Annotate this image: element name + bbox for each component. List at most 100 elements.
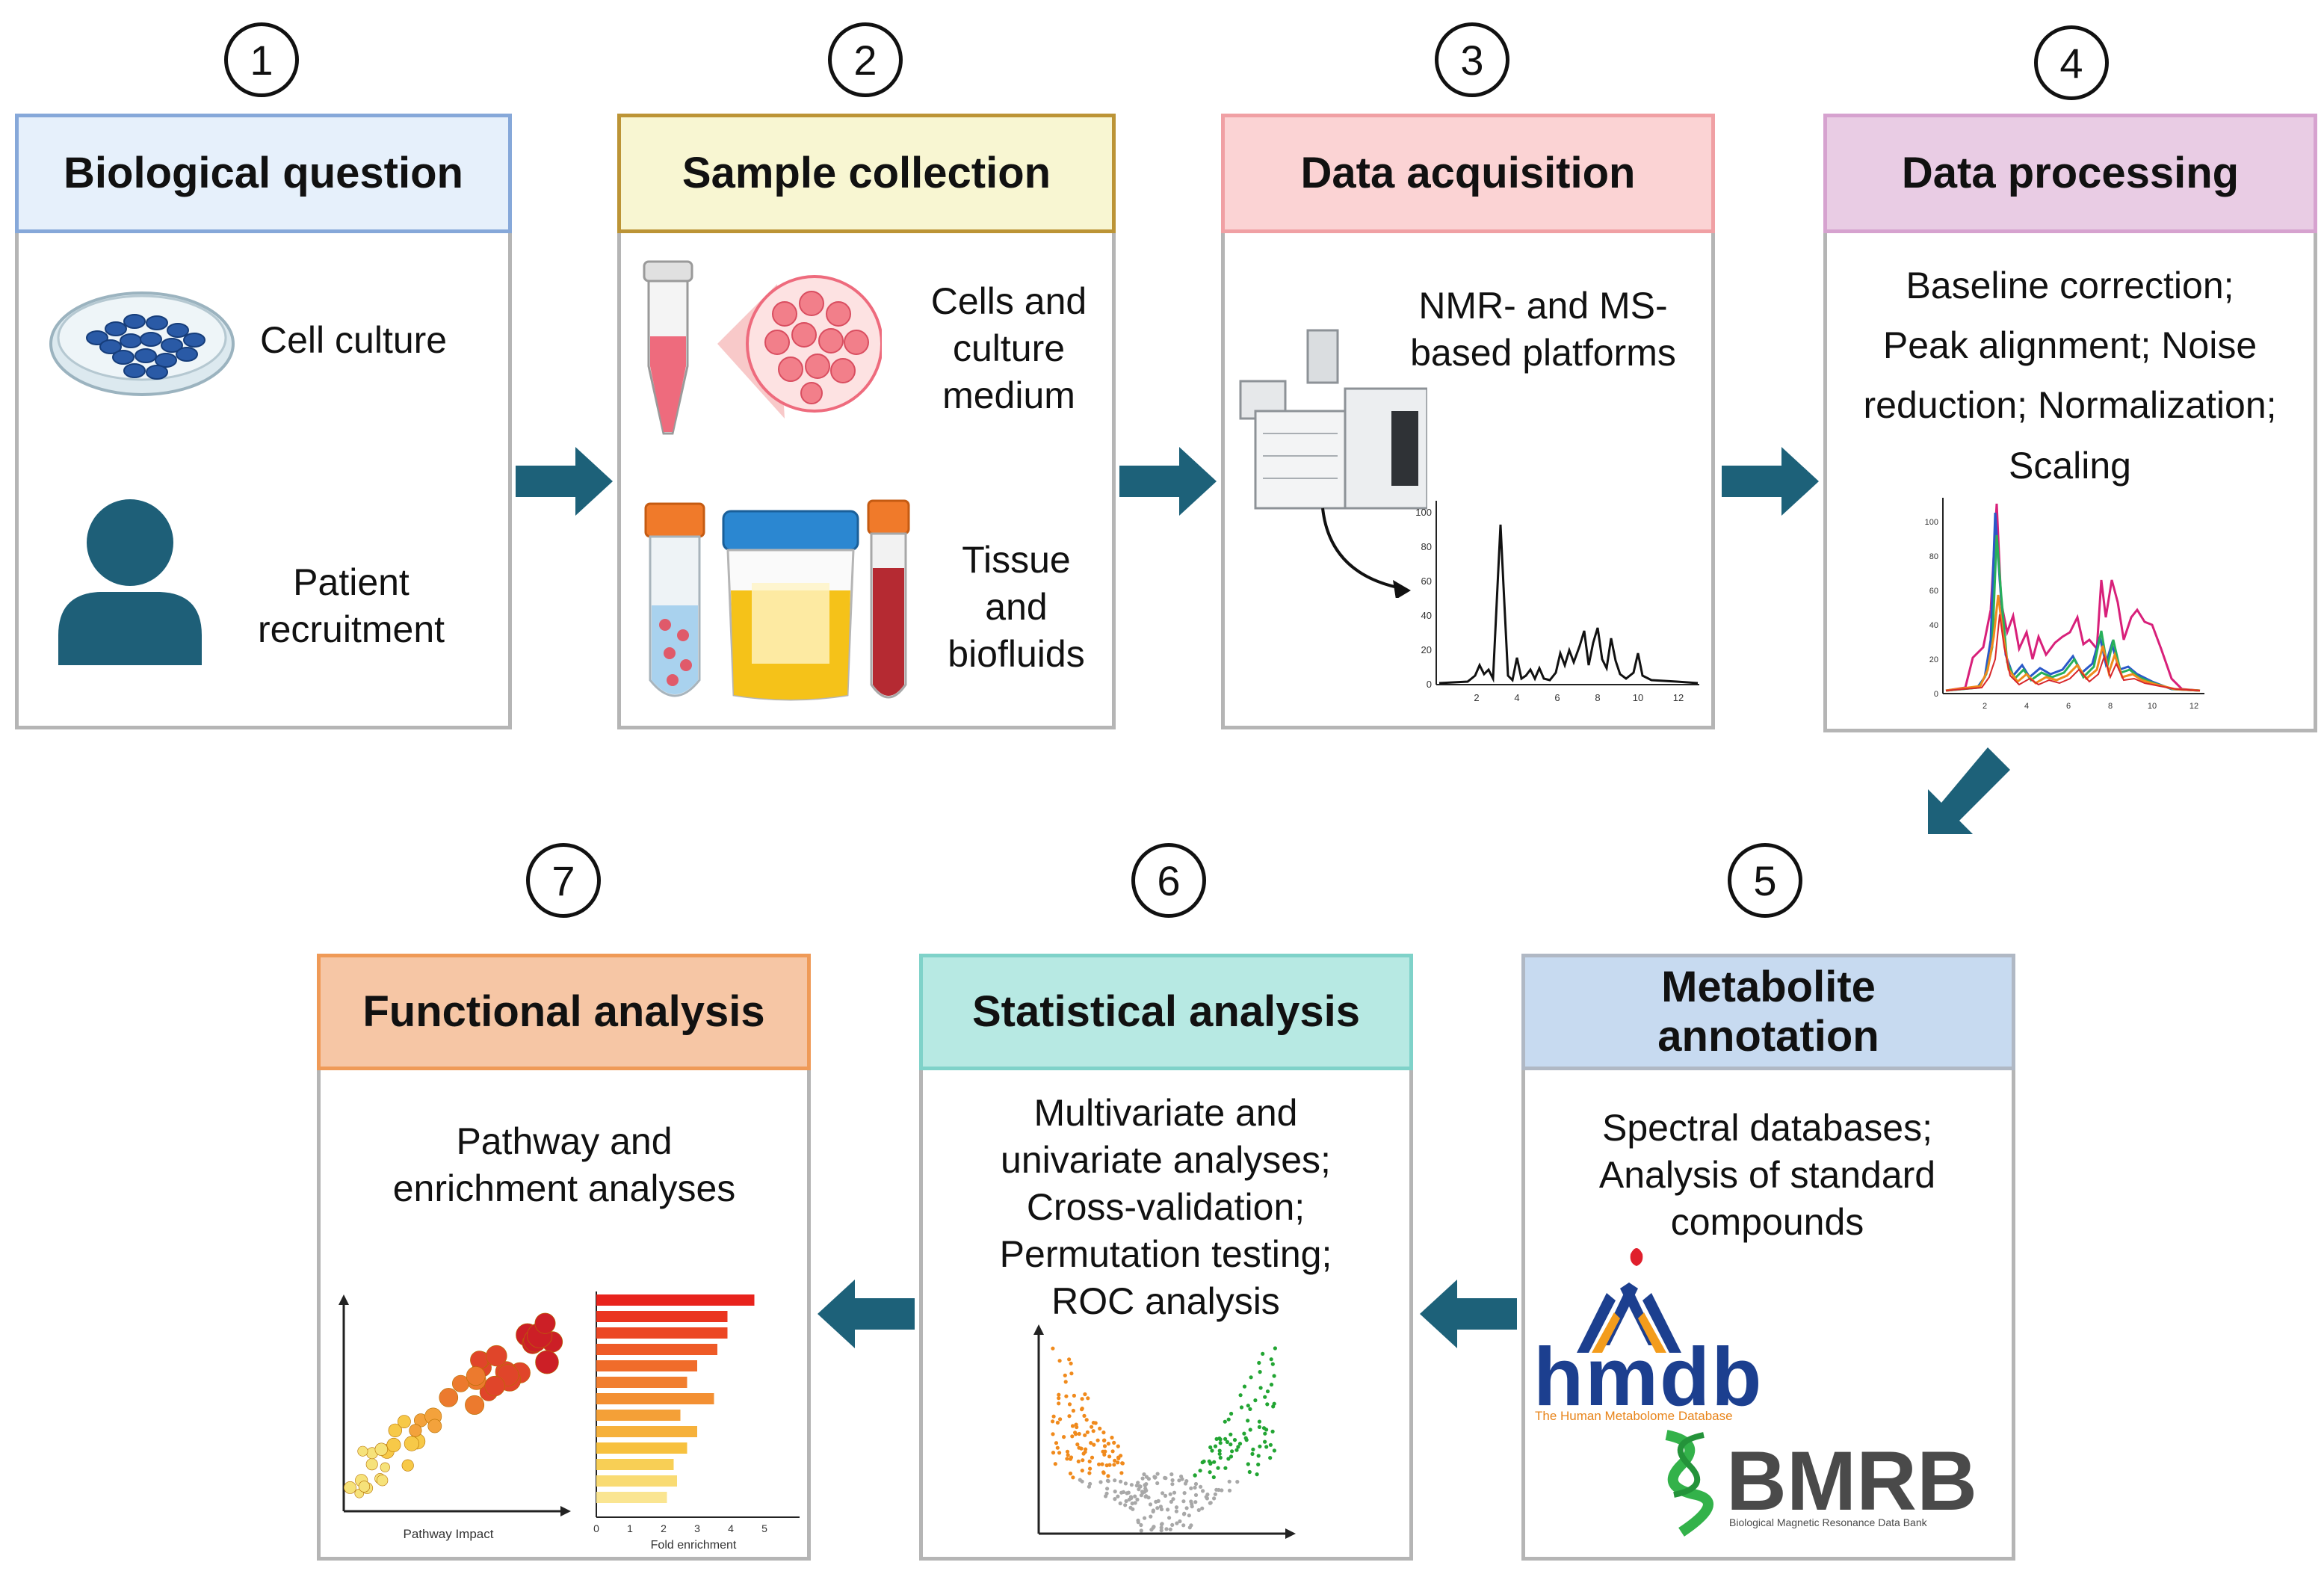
volcano-point: [1208, 1501, 1212, 1505]
volcano-point: [1068, 1457, 1073, 1461]
volcano-point: [1087, 1484, 1091, 1489]
volcano-point: [1218, 1437, 1223, 1442]
volcano-point: [1184, 1506, 1189, 1510]
pathway-bubble: [439, 1388, 459, 1407]
pathway-bubble: [358, 1481, 371, 1493]
volcano-point: [1106, 1479, 1110, 1484]
volcano-point: [1163, 1493, 1168, 1498]
volcano-point: [1131, 1507, 1135, 1511]
volcano-point: [1226, 1417, 1231, 1422]
volcano-point: [1256, 1454, 1261, 1458]
volcano-point: [1229, 1454, 1234, 1459]
step6-description-line5: ROC analysis: [1051, 1280, 1280, 1322]
volcano-point: [1084, 1447, 1088, 1451]
volcano-point: [1110, 1449, 1115, 1454]
volcano-point: [1113, 1490, 1117, 1494]
curved-pointer-arrow-icon: [1321, 507, 1411, 598]
volcano-point: [1071, 1475, 1075, 1480]
pathway-bubble: [404, 1436, 419, 1451]
volcano-point: [1208, 1445, 1213, 1450]
step6-header: Statistical analysis: [919, 954, 1413, 1070]
volcano-point: [1110, 1435, 1114, 1440]
volcano-point: [1112, 1440, 1116, 1445]
volcano-point: [1268, 1442, 1273, 1447]
spectrum-ytick-100: 100: [1415, 507, 1432, 518]
volcano-point: [1053, 1462, 1057, 1466]
volcano-point: [1075, 1442, 1080, 1447]
volcano-point: [1246, 1404, 1250, 1408]
enrichment-bar: [596, 1377, 687, 1388]
volcano-point: [1265, 1389, 1270, 1394]
volcano-point: [1123, 1503, 1128, 1507]
processed-trace-green: [1945, 534, 2201, 692]
step1-header: Biological question: [15, 114, 512, 233]
step1-patient-label-line1: Patient: [293, 561, 410, 603]
volcano-point: [1107, 1463, 1112, 1467]
volcano-point: [1193, 1485, 1197, 1490]
volcano-point: [1247, 1469, 1252, 1475]
volcano-point: [1133, 1501, 1137, 1505]
pathway-bubble: [427, 1419, 442, 1433]
volcano-point: [1087, 1459, 1092, 1463]
arrow-1-to-2-icon: [516, 447, 613, 516]
step7-description-line2: enrichment analyses: [392, 1167, 736, 1209]
volcano-point: [1210, 1448, 1214, 1453]
volcano-point: [1269, 1357, 1273, 1362]
spectrum-xtick-12: 12: [1673, 692, 1684, 703]
volcano-point: [1205, 1496, 1209, 1501]
volcano-point: [1164, 1527, 1169, 1531]
volcano-point: [1084, 1418, 1089, 1422]
volcano-point: [1055, 1420, 1060, 1425]
volcano-point: [1218, 1455, 1223, 1460]
volcano-point: [1242, 1384, 1247, 1389]
enrichment-bar: [596, 1475, 677, 1487]
volcano-point: [1051, 1451, 1056, 1455]
volcano-point: [1098, 1426, 1102, 1431]
step5-header: Metabolite annotation: [1521, 954, 2015, 1070]
volcano-point: [1201, 1489, 1205, 1493]
processed-xtick-12: 12: [2189, 702, 2198, 711]
spectrum-xtick-8: 8: [1595, 692, 1600, 703]
volcano-point: [1177, 1478, 1181, 1483]
step4-description-line1: Baseline correction;: [1906, 265, 2234, 306]
volcano-point: [1080, 1407, 1084, 1412]
volcano-point: [1057, 1392, 1061, 1397]
volcano-point: [1126, 1490, 1131, 1495]
step2-tissue-label-line3: biofluids: [948, 633, 1085, 675]
volcano-point: [1051, 1419, 1055, 1424]
pathway-bubble: [357, 1445, 368, 1457]
volcano-point: [1182, 1491, 1187, 1496]
volcano-point: [1239, 1405, 1244, 1410]
enrichment-bar: [596, 1360, 697, 1371]
step-number-7: 7: [526, 843, 601, 918]
step1-patient-label-line2: recruitment: [257, 608, 445, 650]
spectrum-ytick-60: 60: [1421, 575, 1432, 587]
volcano-point: [1074, 1422, 1078, 1427]
pathway-bubble: [401, 1459, 414, 1472]
step7-header: Functional analysis: [317, 954, 811, 1070]
volcano-point: [1057, 1401, 1061, 1406]
volcano-point: [1149, 1528, 1154, 1532]
volcano-point: [1208, 1470, 1212, 1475]
volcano-point: [1263, 1431, 1267, 1436]
processed-trace-blue: [1945, 512, 2201, 692]
enrichment-xlabel: Fold enrichment: [651, 1539, 737, 1552]
step6-description-line4: Permutation testing;: [999, 1233, 1332, 1275]
volcano-point: [1236, 1445, 1240, 1449]
volcano-point: [1159, 1522, 1164, 1527]
volcano-point: [1238, 1393, 1243, 1398]
volcano-point: [1077, 1431, 1081, 1436]
volcano-point: [1123, 1481, 1128, 1486]
step3-header: Data acquisition: [1221, 114, 1715, 233]
volcano-point: [1161, 1491, 1165, 1496]
volcano-point: [1143, 1516, 1147, 1520]
volcano-point: [1214, 1487, 1219, 1492]
volcano-point: [1067, 1357, 1072, 1362]
pathway-bubble: [388, 1423, 403, 1438]
volcano-point: [1139, 1528, 1143, 1533]
volcano-point: [1189, 1499, 1193, 1504]
volcano-point: [1106, 1442, 1110, 1446]
processed-xtick-8: 8: [2108, 702, 2113, 711]
step3-description-line1: NMR- and MS-: [1418, 285, 1668, 327]
